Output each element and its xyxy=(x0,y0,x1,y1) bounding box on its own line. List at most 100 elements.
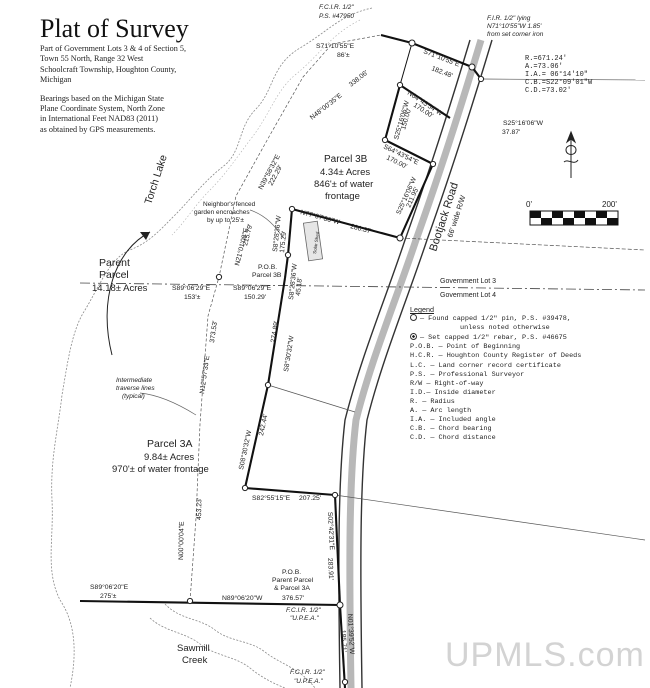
traverse-note-3: (typical) xyxy=(122,393,145,400)
tie-line-4 xyxy=(480,78,646,81)
garden-note-1: Neighbor's fenced xyxy=(203,201,256,208)
legend-row: R. — Radius xyxy=(410,397,455,406)
bearing-12: S8°28'36"W xyxy=(271,215,283,252)
legend-header: Legend xyxy=(410,305,434,314)
distance-15: 150.29' xyxy=(244,294,266,301)
distance-21: 453.23' xyxy=(196,498,203,520)
distance-18: 242.44' xyxy=(258,413,269,436)
legend-row: H.C.R. — Houghton County Register of Dee… xyxy=(410,352,582,361)
traverse-lines xyxy=(189,34,382,602)
distance-11: 280.37' xyxy=(349,223,372,235)
legend-row: R/W — Right-of-way xyxy=(410,379,484,388)
legend-set-rebar: — Set capped 1/2" rebar, P.S. #46675 xyxy=(410,333,645,343)
fir-note-2: N71°10'55"W 1.85' xyxy=(487,22,542,30)
pob-3b-2: Parcel 3B xyxy=(252,272,282,279)
bearing-2: S71°10'55"E xyxy=(422,47,461,68)
bearing-20: S02°42'31"E xyxy=(326,512,336,551)
distance-23: 376.57' xyxy=(282,595,304,602)
legend-set-text: — Set capped 1/2" rebar, P.S. #46675 xyxy=(420,334,567,343)
parent-parcel-arrowhead xyxy=(140,232,150,240)
page-title: Plat of Survey xyxy=(40,14,189,43)
road-fill xyxy=(346,38,485,688)
tie-line-1 xyxy=(267,384,356,413)
scale-zero-label: 0' xyxy=(526,200,532,209)
bearing-16: N12°57'33"E xyxy=(198,355,211,395)
government-lot-line xyxy=(79,282,646,291)
distance-13: 45.18' xyxy=(295,277,304,296)
legend-row: A. — Arc length xyxy=(410,407,472,416)
solar-shed-label: Solar Shed xyxy=(312,231,320,254)
basis-line: Plane Coordinate System, North Zone xyxy=(40,104,165,114)
creek-bank-south xyxy=(149,617,286,688)
fcir-upea-1: F.C.I.R. 1/2" xyxy=(286,607,321,614)
parent-parcel-name-2: Parcel xyxy=(99,269,129,281)
government-lot-4-label: Government Lot 4 xyxy=(440,292,496,299)
parcel-3b-water-1: 846'± of water xyxy=(314,179,373,190)
fcir-upea-2: "U.P.E.A." xyxy=(290,615,319,622)
scale-bar xyxy=(529,210,619,226)
pob-3a-3: & Parcel 3A xyxy=(274,585,310,592)
curve-chord-distance: C.D.=73.02' xyxy=(525,87,571,95)
parcel-3b-acres: 4.34± Acres xyxy=(320,167,370,178)
fcir-bottom-1: F.C.I.R. 1/2" xyxy=(290,669,325,676)
legend-row: C.B. — Chord bearing xyxy=(410,425,492,434)
pob-3b-1: P.O.B. xyxy=(258,264,277,271)
description-line: Part of Government Lots 3 & 4 of Section… xyxy=(40,44,186,53)
bearing-21: N00°00'04"E xyxy=(177,521,186,560)
shoreline xyxy=(50,7,373,688)
legend-found-pin: — Found capped 1/2" pin, P.S. #39478, xyxy=(410,314,645,324)
set-rebar-icon xyxy=(410,333,417,341)
boundary-lines xyxy=(79,33,482,688)
bearing-23: N89°06'20"W xyxy=(222,594,263,602)
found-pin-icon xyxy=(410,314,417,322)
legend: Legend — Found capped 1/2" pin, P.S. #39… xyxy=(410,305,645,443)
distance-10: 215.79' xyxy=(242,223,254,246)
curve-angle: I.A.= 06°14'10" xyxy=(525,70,588,79)
legend-row: P.O.B. — Point of Beginning xyxy=(410,343,521,352)
road-east-line xyxy=(360,39,493,688)
traverse-note-2: traverse lines xyxy=(116,385,155,392)
description-line: Schoolcraft Township, Houghton County, xyxy=(40,64,177,74)
parcel-3a-name: Parcel 3A xyxy=(147,438,193,450)
creek-bank-north xyxy=(164,603,316,688)
distance-20: 283.91' xyxy=(326,558,334,580)
curve-arc: A.=73.06' xyxy=(525,63,563,71)
torch-lake-label: Torch Lake xyxy=(142,153,169,206)
distance-4: 338.06' xyxy=(348,69,370,88)
north-arrow-icon xyxy=(563,130,579,178)
bearing-1: S71°10'55"E xyxy=(316,42,355,50)
sawmill-creek-label-1: Sawmill xyxy=(177,643,210,654)
parcel-3a-water: 970'± of water frontage xyxy=(112,464,209,475)
distance-17: 274.89' xyxy=(270,320,280,343)
parent-parcel-acres: 14.18± Acres xyxy=(92,283,148,294)
corner-markers xyxy=(186,39,485,686)
distance-14: 153'± xyxy=(184,294,201,301)
fcir-top-2: P.S. #47950 xyxy=(319,13,354,20)
fir-note-3: from set corner iron xyxy=(487,31,544,38)
fir-note-1: F.I.R. 1/2" lying xyxy=(487,15,531,22)
legend-row: I.D.— Inside diameter xyxy=(410,388,496,397)
description-line: Town 55 North, Range 32 West xyxy=(40,54,144,64)
parcel-3b-name: Parcel 3B xyxy=(324,154,368,165)
sawmill-creek-label-2: Creek xyxy=(182,655,208,666)
traverse-note-1: Intermediate xyxy=(116,377,153,384)
scale-max-label: 200' xyxy=(602,200,617,209)
garden-note-arrow xyxy=(249,209,284,239)
parcel-3a-acres: 9.84± Acres xyxy=(144,452,194,463)
tie-line-3 xyxy=(399,237,646,251)
tie-line-2 xyxy=(334,494,646,541)
bearing-14: S89°06'29"E xyxy=(172,284,211,292)
distance-3: 37.87' xyxy=(502,129,520,136)
legend-row: L.C. — Land corner record certificate xyxy=(410,361,561,370)
garden-note-3: by up to 25'± xyxy=(207,217,244,224)
bearing-4: N48°00'35"E xyxy=(308,91,344,121)
parcel-3b-water-2: frontage xyxy=(325,191,360,202)
bearing-3: S25°16'06"W xyxy=(503,119,544,127)
bearing-24: N01°39'52"W xyxy=(346,614,356,655)
survey-notes: Part of Government Lots 3 & 4 of Section… xyxy=(40,44,230,135)
distance-22: 275'± xyxy=(100,593,117,600)
distance-12: 175.29' xyxy=(279,231,288,254)
solar-shed xyxy=(302,220,324,262)
bearing-13: S8°28'36"W xyxy=(287,263,299,300)
